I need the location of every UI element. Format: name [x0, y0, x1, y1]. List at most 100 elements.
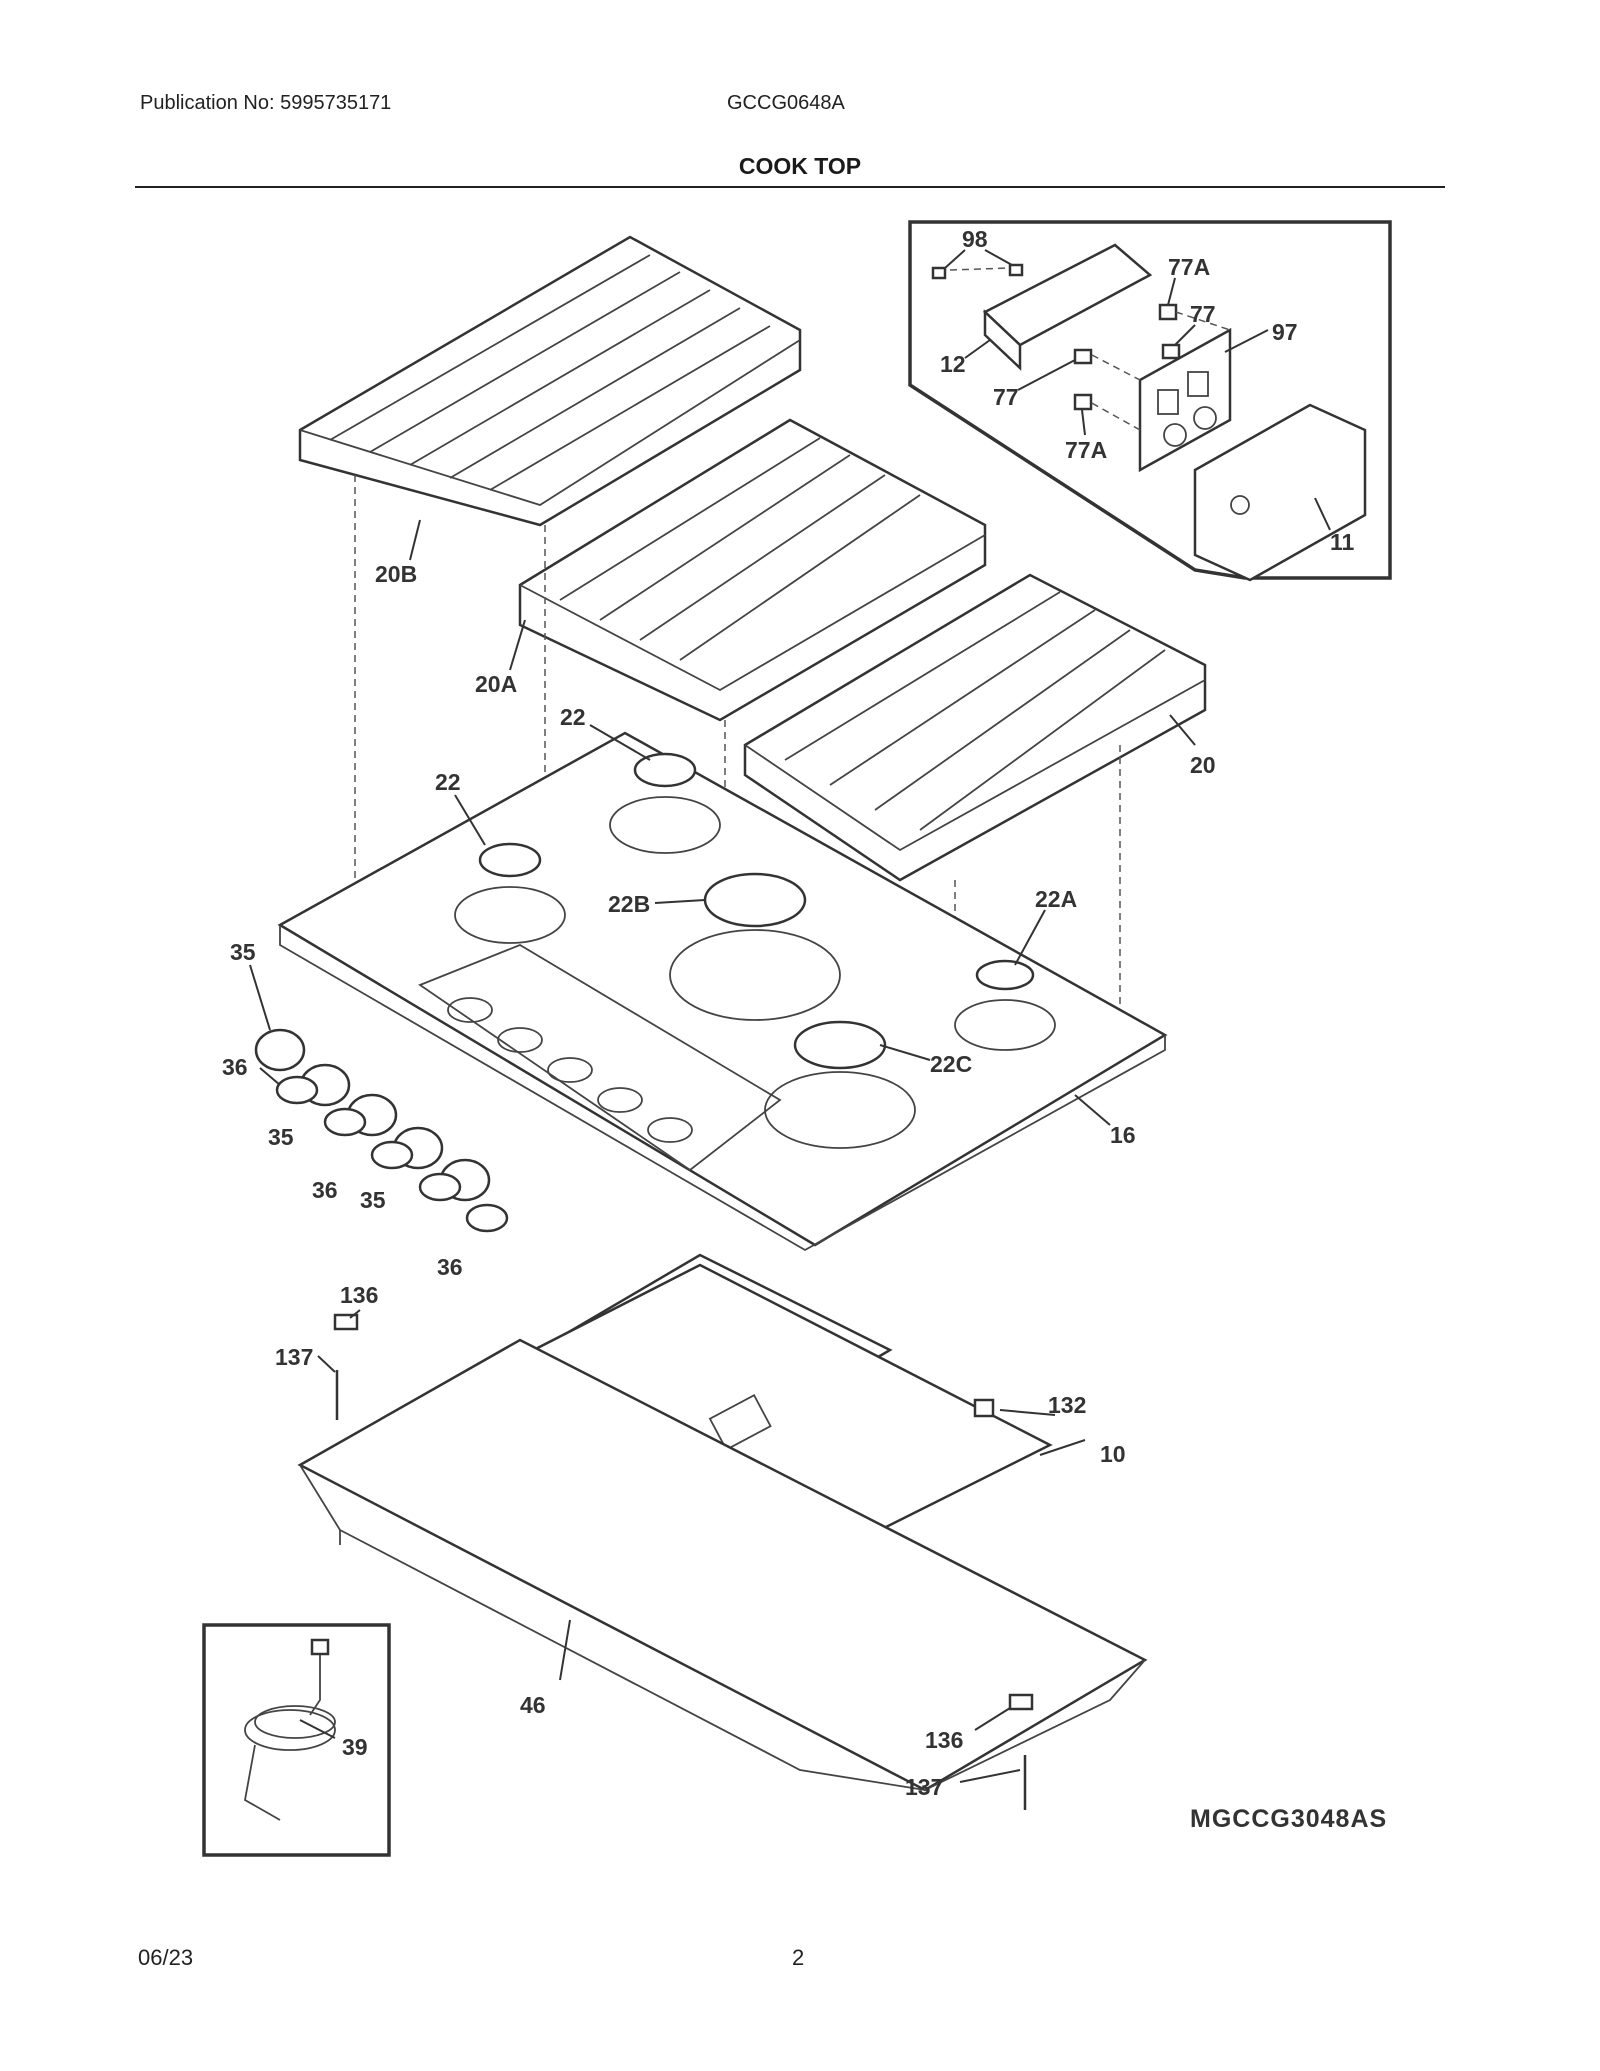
grate-20A-rib-1 [559, 437, 821, 601]
cord-end-1 [309, 1645, 321, 1716]
leader-136-top [349, 1309, 361, 1319]
board-switch-2 [1187, 371, 1209, 397]
bracket-12 [982, 243, 1153, 347]
leader-35-top [249, 964, 271, 1031]
label-77A-bottom: 77A [1065, 437, 1107, 463]
label-77A-top: 77A [1168, 254, 1210, 280]
burner-22-left [454, 842, 566, 944]
label-35-mid: 35 [268, 1124, 294, 1150]
label-16: 16 [1110, 1122, 1136, 1148]
dash-77A-b [1089, 401, 1141, 431]
switch-77A-top [1158, 303, 1178, 321]
inset-frame-bottom-left [202, 1623, 391, 1857]
leader-77 [1174, 324, 1196, 346]
cord-coil-1 [244, 1709, 336, 1751]
grate-20A [518, 418, 987, 722]
label-22A: 22A [1035, 886, 1077, 912]
grate-20B-rib-3 [409, 289, 711, 466]
footer-page-number: 2 [792, 1945, 805, 1970]
label-22C: 22C [930, 1051, 972, 1077]
screw-98-a [931, 266, 947, 280]
label-77-left: 77 [993, 384, 1019, 410]
inset-control-module [908, 220, 1392, 582]
switch-77-right [1161, 343, 1181, 360]
label-22-left: 22 [435, 769, 461, 795]
label-35-top: 35 [230, 939, 256, 965]
knob-hole-3 [547, 1057, 593, 1083]
leader-77A [1167, 277, 1176, 306]
grate-20A-edge [519, 534, 986, 692]
burner-22A [954, 959, 1056, 1051]
label-35-low: 35 [360, 1187, 386, 1213]
leader-136-bottom [974, 1707, 1011, 1731]
leader-12 [964, 339, 991, 359]
footer-date: 06/23 [138, 1945, 194, 1970]
dash-77A [1175, 311, 1231, 331]
leader-77-left [1017, 359, 1076, 391]
label-11: 11 [1330, 529, 1355, 555]
leader-137-bottom [959, 1769, 1021, 1783]
cord-end-2 [244, 1744, 281, 1821]
leader-98-a [944, 249, 966, 269]
grate-20A-rib-2 [599, 454, 851, 621]
leader-97 [1224, 329, 1269, 353]
model-number: GCCG0648A [727, 92, 845, 114]
label-46: 46 [520, 1692, 546, 1718]
screw-98-b [1008, 263, 1024, 277]
leader-137-top [317, 1355, 336, 1373]
label-12: 12 [940, 351, 966, 377]
grate-20-rib-2 [829, 609, 1096, 786]
grate-20-rib-1 [784, 591, 1061, 761]
grate-20B-rib-2 [369, 271, 681, 453]
dash-98 [949, 267, 1011, 271]
leader-22A [1014, 909, 1046, 966]
control-board-97 [1138, 327, 1232, 473]
board-knob-1 [1163, 423, 1187, 447]
label-22B: 22B [608, 891, 650, 917]
label-20: 20 [1190, 752, 1216, 778]
switch-77-left [1073, 348, 1093, 365]
grate-20B-edge [299, 339, 801, 506]
knob-hole-4 [597, 1087, 643, 1113]
grate-20A-body [518, 418, 987, 722]
grate-20A-rib-4 [679, 494, 921, 661]
leader-20B [409, 519, 421, 561]
label-98: 98 [962, 226, 988, 252]
publication-number: Publication No: 5995735171 [140, 92, 392, 114]
leader-22C [879, 1044, 931, 1061]
bezels-36 [275, 1075, 509, 1233]
leader-98-b [984, 249, 1013, 266]
label-136-bottom: 136 [925, 1727, 963, 1753]
leader-46 [559, 1619, 571, 1681]
pan-body [299, 1464, 1146, 1791]
grate-20B-rib-4 [449, 307, 741, 479]
label-20B: 20B [375, 561, 417, 587]
leader-10 [1039, 1439, 1086, 1456]
label-20A: 20A [475, 671, 517, 697]
cooktop-surface-16 [277, 731, 1168, 1252]
burner-22C [764, 1020, 916, 1149]
label-36-bottom: 36 [437, 1254, 463, 1280]
grate-20-rib-3 [874, 629, 1131, 811]
label-36-left: 36 [222, 1054, 248, 1080]
grommet-132 [973, 1398, 995, 1418]
leader-77A-b [1081, 409, 1086, 436]
knob-hole-5 [647, 1117, 693, 1143]
burner-22-top [609, 752, 721, 854]
clip-136-bottom [1008, 1693, 1034, 1711]
grate-20B-body [298, 235, 802, 527]
cover-hole [1230, 495, 1250, 515]
grate-20-edge [744, 679, 1206, 852]
label-22-top: 22 [560, 704, 586, 730]
knobs-35 [254, 1028, 491, 1202]
cover-box-11 [1193, 403, 1367, 582]
knob-hole-2 [497, 1027, 543, 1053]
label-137-top: 137 [275, 1344, 313, 1370]
header-rule [135, 186, 1445, 188]
base-pan-46 [297, 1338, 1148, 1792]
board-knob-2 [1193, 406, 1217, 430]
grate-20 [743, 573, 1207, 882]
label-36-mid: 36 [312, 1177, 338, 1203]
grate-20-body [743, 573, 1207, 882]
